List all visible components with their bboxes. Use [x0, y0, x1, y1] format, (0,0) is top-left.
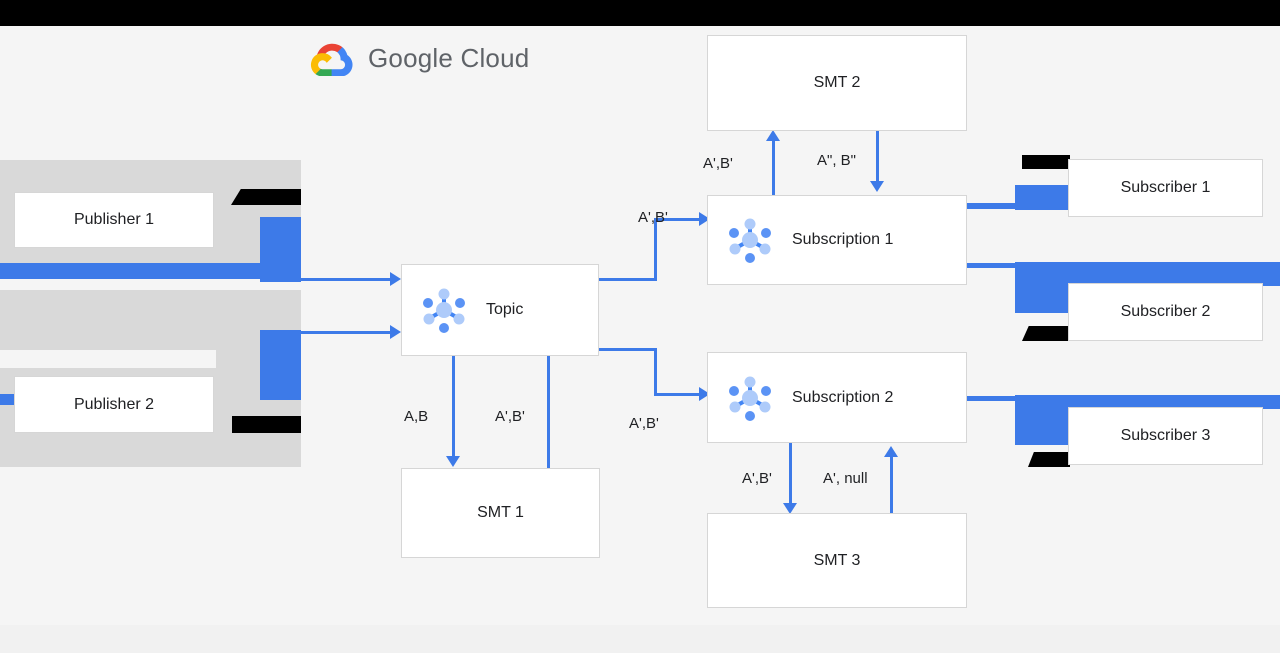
edge-topic-to-sub2-h2: [654, 393, 700, 396]
node-subscriber3[interactable]: Subscriber 3: [1068, 407, 1263, 465]
edge-sub1-to-smt2: [772, 140, 775, 198]
node-subscription2-label: Subscription 2: [792, 388, 894, 406]
render-artifact-blue-right-4: [1015, 262, 1070, 313]
node-subscription2[interactable]: Subscription 2: [707, 352, 967, 443]
node-subscription1-label: Subscription 1: [792, 231, 894, 248]
google-cloud-wordmark: Google Cloud: [368, 42, 530, 73]
edge-sub2-to-smt3: [789, 443, 792, 505]
node-subscriber2[interactable]: Subscriber 2: [1068, 283, 1263, 341]
edge-smt1-to-topic: [547, 283, 550, 468]
edge-topic-to-sub2-v: [654, 348, 657, 396]
edge-topic-to-sub1-h1: [599, 278, 657, 281]
edge-topic-to-sub2-h1: [599, 348, 657, 351]
arrowhead-sub1-to-smt2: [766, 130, 780, 141]
arrowhead-topic-to-smt1: [446, 456, 460, 467]
edge-label-topic-to-smt1: A,B: [404, 408, 429, 425]
render-artifact-black-right-3: [1028, 452, 1070, 467]
edge-publisher2-to-topic: [301, 331, 391, 334]
render-artifact-gray-left-3: [0, 290, 301, 350]
edge-topic-to-sub1-v: [654, 218, 657, 281]
arrowhead-sub2-to-smt3: [783, 503, 797, 514]
node-smt1[interactable]: SMT 1: [401, 468, 600, 558]
render-artifact-black-right-1: [1022, 155, 1070, 169]
edge-smt3-to-sub2: [890, 455, 893, 517]
edge-topic-to-sub1-h2: [654, 218, 700, 221]
arrowhead-publisher2-to-topic: [390, 325, 401, 339]
edge-sub1-to-subscriber1: [966, 203, 1021, 206]
render-artifact-black-right-2: [1022, 326, 1070, 341]
edge-label-sub2-to-smt3: A',B': [742, 470, 772, 487]
google-cloud-logo: Google Cloud: [310, 40, 529, 76]
node-topic-label: Topic: [486, 301, 524, 318]
render-artifact-blue-right-2: [966, 203, 1070, 209]
google-cloud-logo-icon: [310, 43, 353, 76]
arrowhead-smt2-to-sub1: [870, 181, 884, 192]
node-smt2[interactable]: SMT 2: [707, 35, 967, 131]
arrowhead-topic-to-sub2: [699, 387, 710, 401]
edge-topic-to-smt1: [452, 356, 455, 458]
edge-label-smt2-to-sub1: A", B": [817, 152, 856, 169]
edge-sub2-to-subscriber3: [966, 398, 1021, 401]
top-black-bar: [0, 0, 1280, 26]
render-artifact-blue-left-2: [0, 263, 280, 279]
render-artifact-blue-right-7: [1015, 395, 1070, 445]
node-publisher2[interactable]: Publisher 2: [14, 376, 214, 433]
node-smt3[interactable]: SMT 3: [707, 513, 967, 608]
pubsub-node-icon: [729, 218, 771, 263]
arrowhead-topic-to-sub1: [699, 212, 710, 226]
render-artifact-blue-right-6: [1015, 395, 1280, 409]
render-artifact-black-left-2: [232, 416, 301, 433]
pubsub-node-icon: [423, 288, 465, 333]
render-artifact-blue-left-3: [260, 330, 301, 400]
edge-label-topic-to-sub1: A',B': [638, 209, 668, 226]
node-publisher1-label: Publisher 1: [73, 211, 155, 228]
node-smt1-label: SMT 1: [477, 504, 524, 521]
node-subscriber3-label: Subscriber 3: [1120, 427, 1211, 444]
node-subscriber1[interactable]: Subscriber 1: [1068, 159, 1263, 217]
arrowhead-smt3-to-sub2: [884, 446, 898, 457]
node-publisher1[interactable]: Publisher 1: [14, 192, 214, 248]
node-publisher2-label: Publisher 2: [73, 395, 155, 413]
render-artifact-black-left-1: [231, 189, 301, 205]
pubsub-node-icon: [729, 376, 771, 421]
edge-label-topic-to-sub2: A',B': [629, 415, 659, 432]
node-topic[interactable]: Topic: [401, 264, 599, 356]
node-smt3-label: SMT 3: [813, 551, 861, 569]
arrowhead-publisher1-to-topic: [390, 272, 401, 286]
node-subscriber1-label: Subscriber 1: [1120, 179, 1211, 196]
edge-label-smt3-to-sub2: A', null: [823, 470, 868, 487]
edge-publisher1-to-topic: [301, 278, 391, 281]
node-subscriber2-label: Subscriber 2: [1120, 303, 1211, 320]
edge-sub1-to-subscriber2: [966, 265, 1021, 268]
edge-label-smt1-to-topic: A',B': [495, 408, 525, 425]
node-smt2-label: SMT 2: [813, 74, 861, 91]
edge-label-sub1-to-smt2: A',B': [703, 155, 733, 172]
page-footer-background: [0, 625, 1280, 653]
edge-smt2-to-sub1: [876, 129, 879, 183]
node-subscription1[interactable]: Subscription 1: [707, 195, 967, 285]
